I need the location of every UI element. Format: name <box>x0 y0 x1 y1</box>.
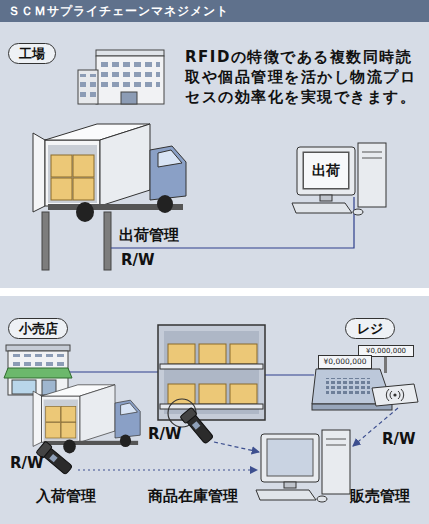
node-text: レジ <box>357 320 383 338</box>
page-title: ＳＣＭサプライチェーンマネジメント <box>8 4 229 18</box>
cash-register <box>312 357 418 410</box>
node-text: 小売店 <box>19 320 58 338</box>
process-label: 入荷管理 <box>36 489 96 504</box>
reader-label: R/W <box>121 253 155 268</box>
reader-label: R/W <box>10 456 44 471</box>
reader-label: R/W <box>382 432 416 447</box>
store-building <box>4 345 72 395</box>
shelf-inside <box>164 331 259 414</box>
building-main <box>96 56 164 104</box>
node-text: ¥0,000,000 <box>324 358 367 366</box>
cargo-box <box>230 344 257 364</box>
place-tag: 工場 <box>8 43 56 64</box>
description-text: RFIDの特徴である複数同時読取や個品管理を活かし物流プロセスの効率化を実現でき… <box>185 47 427 107</box>
shelf-frame <box>158 325 265 420</box>
reader-waves <box>386 389 403 401</box>
store-roof <box>6 345 70 351</box>
network-wire <box>265 374 314 375</box>
data-arrow <box>214 442 259 452</box>
process-label: 出荷管理 <box>119 228 179 243</box>
shelf-board <box>160 404 263 409</box>
shipping-computer <box>292 143 386 215</box>
building-wing <box>78 70 98 104</box>
node-text: 工場 <box>19 45 45 63</box>
cargo-box <box>230 384 257 404</box>
register-keys <box>326 378 370 396</box>
building-door <box>121 92 137 104</box>
place-tag: レジ <box>345 318 395 339</box>
title-band <box>0 0 429 22</box>
process-label: 商品在庫管理 <box>148 489 238 504</box>
product-shelf <box>158 325 265 420</box>
gate-post <box>104 212 111 270</box>
card-reader <box>372 384 418 406</box>
node-text: ¥0,000,000 <box>366 348 406 355</box>
shelf-board <box>160 364 263 369</box>
building-windows <box>100 60 160 90</box>
sales-computer <box>256 430 350 502</box>
gate-post <box>42 212 49 270</box>
cargo-box <box>168 384 195 404</box>
factory-building <box>78 50 164 104</box>
network-wire <box>70 371 158 372</box>
store-windows <box>12 354 64 366</box>
store-awning <box>4 368 72 378</box>
screen-display: 出荷 <box>303 152 349 189</box>
data-arrow <box>78 469 257 470</box>
cargo-box <box>199 344 226 364</box>
register-display: ¥0,000,000 <box>318 355 372 369</box>
cargo-box <box>168 344 195 364</box>
wing-windows <box>80 74 96 98</box>
factory-panel <box>0 22 429 288</box>
reader-label: R/W <box>148 427 182 442</box>
receiving-truck <box>33 385 140 454</box>
shipping-truck <box>33 124 186 222</box>
store-window <box>12 380 36 394</box>
handheld-reader <box>180 407 215 445</box>
cargo-box <box>199 384 226 404</box>
place-tag: 小売店 <box>8 318 68 339</box>
node-text: 出荷 <box>312 162 340 180</box>
pole-post <box>384 357 387 373</box>
reader-symbol <box>393 393 396 396</box>
process-label: 販売管理 <box>350 489 410 504</box>
building-roof <box>96 50 164 56</box>
store-panel <box>0 296 429 524</box>
